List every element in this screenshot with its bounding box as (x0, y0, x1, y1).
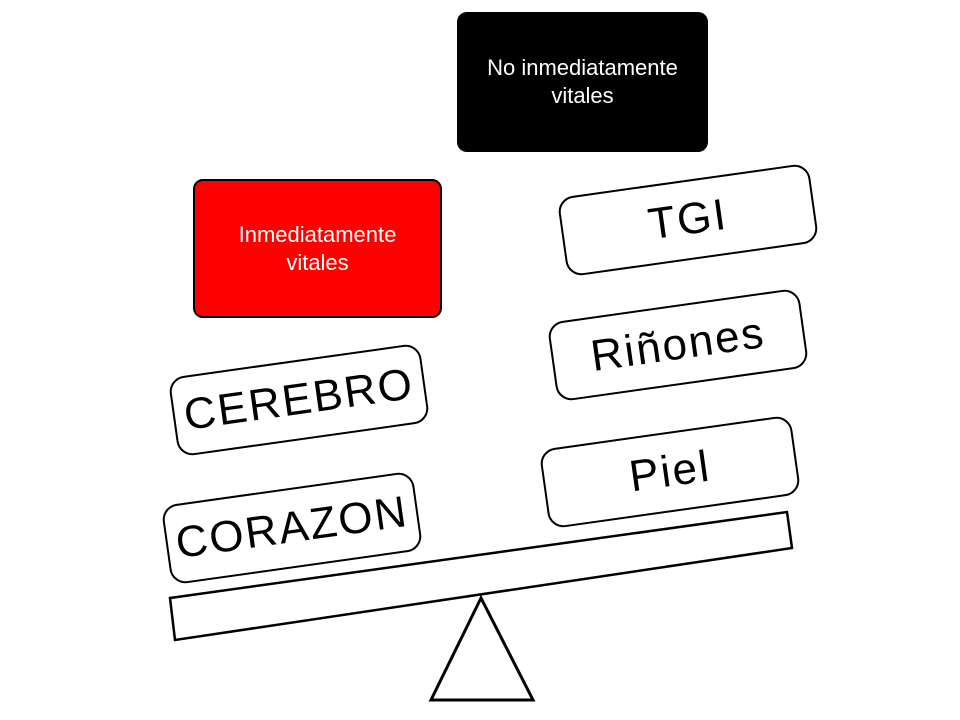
balance-beam (168, 510, 794, 642)
fulcrum-triangle (428, 594, 536, 702)
left-label-inmediatamente-vitales: Inmediatamente vitales (193, 179, 442, 318)
right-label-no-inmediatamente-vitales: No inmediatamente vitales (457, 12, 708, 152)
